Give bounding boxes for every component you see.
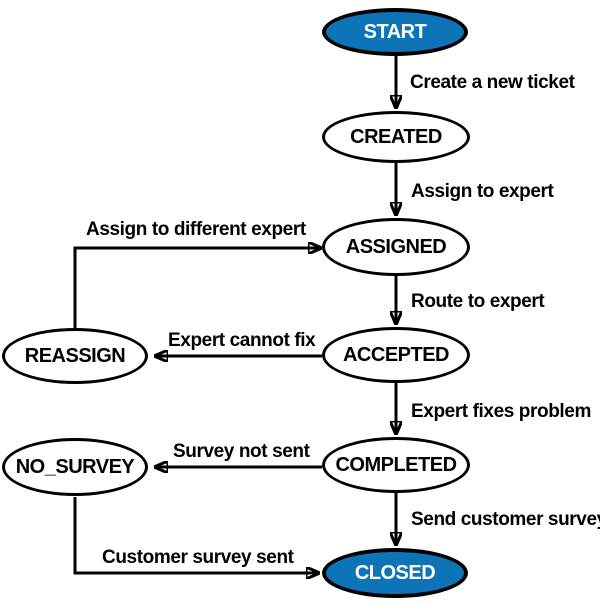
state-node-accepted: ACCEPTED bbox=[322, 327, 470, 383]
state-label-no-survey: NO_SURVEY bbox=[15, 455, 135, 478]
state-node-assigned: ASSIGNED bbox=[322, 218, 470, 276]
edge-label-route-expert: Route to expert bbox=[411, 291, 545, 312]
edge-label-assign-expert: Assign to expert bbox=[411, 181, 554, 202]
edge-label-send-customer-survey: Send customer survey bbox=[411, 509, 600, 530]
state-label-created: CREATED bbox=[350, 125, 442, 148]
edge-label-expert-fixes-problem: Expert fixes problem bbox=[411, 401, 591, 422]
state-label-reassign: REASSIGN bbox=[24, 344, 126, 367]
state-label-start: START bbox=[363, 20, 427, 43]
edge-nosurvey-closed bbox=[73, 497, 319, 573]
state-label-assigned: ASSIGNED bbox=[345, 235, 447, 258]
state-node-closed: CLOSED bbox=[322, 548, 468, 598]
edge-label-create-ticket: Create a new ticket bbox=[410, 72, 575, 93]
edge-label-customer-survey-sent: Customer survey sent bbox=[102, 547, 294, 568]
state-node-start: START bbox=[322, 8, 468, 56]
state-label-accepted: ACCEPTED bbox=[342, 343, 450, 366]
state-label-completed: COMPLETED bbox=[335, 453, 457, 476]
edge-label-survey-not-sent: Survey not sent bbox=[173, 441, 310, 462]
state-node-completed: COMPLETED bbox=[322, 437, 470, 493]
state-label-closed: CLOSED bbox=[354, 561, 436, 584]
state-node-created: CREATED bbox=[322, 111, 470, 163]
edge-label-assign-different-expert: Assign to different expert bbox=[86, 219, 306, 240]
edge-label-expert-cannot-fix: Expert cannot fix bbox=[168, 330, 316, 351]
state-node-reassign: REASSIGN bbox=[2, 328, 148, 384]
edge-reassign-assigned bbox=[73, 248, 321, 328]
state-node-no-survey: NO_SURVEY bbox=[2, 438, 148, 496]
